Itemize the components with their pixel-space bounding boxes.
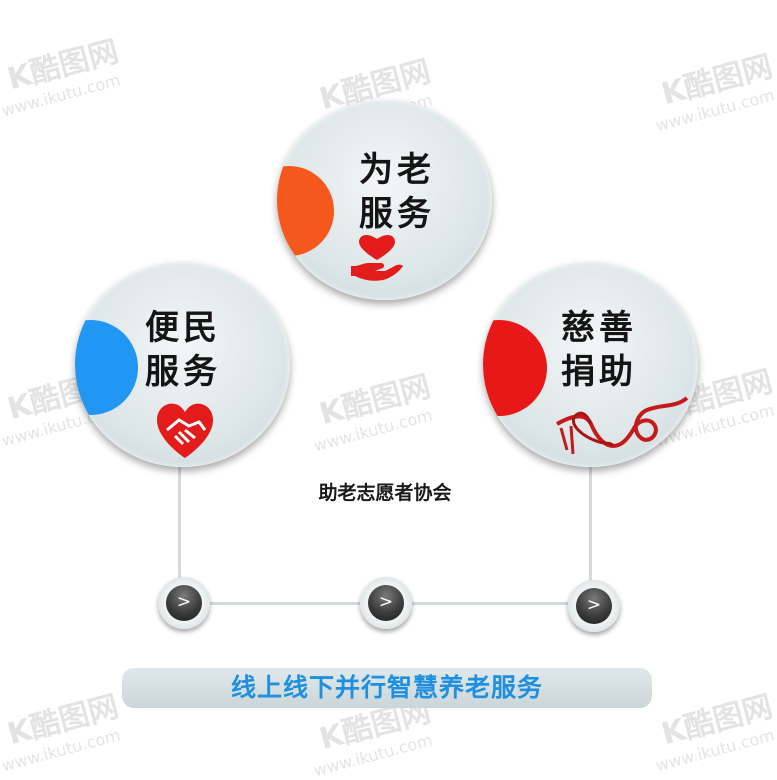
chevron-right-icon: > — [166, 585, 202, 621]
accent-half-circle — [277, 166, 334, 256]
bottom-banner: 线上线下并行智慧养老服务 — [122, 668, 652, 708]
accent-half-circle — [483, 320, 547, 416]
heart-in-hand-icon — [351, 235, 403, 281]
nav-button-3[interactable]: > — [568, 580, 620, 632]
ribbon-heart-icon — [556, 396, 689, 455]
service-circle-charity: 慈善捐助 — [483, 262, 698, 467]
service-circle-convenience: 便民服务 — [75, 262, 290, 467]
handshake-heart-icon — [157, 403, 213, 458]
chevron-right-icon: > — [368, 585, 404, 621]
circle-title: 慈善捐助 — [561, 308, 637, 392]
nav-button-1[interactable]: > — [158, 577, 210, 629]
chevron-right-icon: > — [576, 588, 612, 624]
banner-text: 线上线下并行智慧养老服务 — [230, 673, 543, 702]
service-circle-elderly: 为老服务 — [277, 100, 492, 300]
connector-left-vertical — [178, 465, 181, 605]
nav-button-2[interactable]: > — [360, 577, 412, 629]
circle-title: 便民服务 — [145, 308, 221, 392]
center-label: 助老志愿者协会 — [318, 482, 452, 504]
circle-title: 为老服务 — [359, 150, 435, 234]
connector-right-vertical — [589, 465, 592, 605]
accent-half-circle — [75, 320, 138, 415]
